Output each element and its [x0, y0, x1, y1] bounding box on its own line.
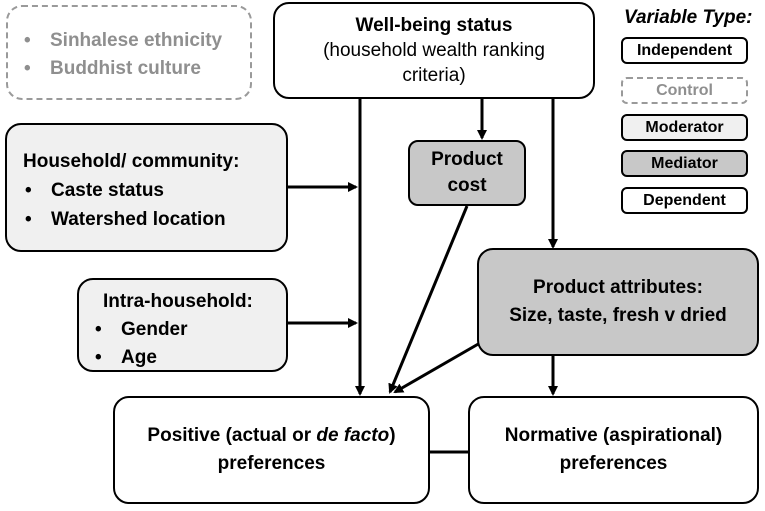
- arrow-attributes-to-positive: [393, 341, 481, 394]
- intra-title: Intra-household:: [103, 291, 253, 312]
- household-title: Household/ community:: [23, 151, 240, 172]
- control-item-culture: Buddhist culture: [22, 55, 250, 83]
- legend-mediator: Mediator: [621, 150, 748, 177]
- wellbeing-title: Well-being status: [355, 15, 513, 36]
- product-attributes-box: Product attributes: Size, taste, fresh v…: [477, 248, 759, 356]
- control-item-ethnicity: Sinhalese ethnicity: [22, 27, 250, 55]
- legend-dependent: Dependent: [621, 187, 748, 214]
- product-attributes-title: Product attributes:: [533, 277, 703, 298]
- household-item-watershed: Watershed location: [23, 205, 286, 234]
- control-box: Sinhalese ethnicity Buddhist culture: [6, 5, 252, 100]
- intra-box: Intra-household: Gender Age: [77, 278, 288, 372]
- wellbeing-box: Well-being status (household wealth rank…: [273, 2, 595, 99]
- product-attributes-detail: Size, taste, fresh v dried: [509, 305, 727, 326]
- household-box: Household/ community: Caste status Water…: [5, 123, 288, 252]
- product-cost-line1: Product: [431, 149, 503, 170]
- legend-title: Variable Type:: [624, 7, 753, 28]
- normative-preferences-box: Normative (aspirational) preferences: [468, 396, 759, 504]
- wellbeing-subtitle: (household wealth ranking criteria): [323, 40, 545, 86]
- positive-preferences-box: Positive (actual or de facto) preference…: [113, 396, 430, 504]
- legend-control: Control: [621, 77, 748, 104]
- legend-independent: Independent: [621, 37, 748, 64]
- product-cost-box: Product cost: [408, 140, 526, 206]
- household-item-caste: Caste status: [23, 176, 286, 205]
- legend-moderator: Moderator: [621, 114, 748, 141]
- positive-preferences-label: preferences: [217, 453, 326, 474]
- normative-preferences-label: preferences: [559, 453, 668, 474]
- intra-item-age: Age: [93, 344, 286, 372]
- arrow-cost-to-positive: [388, 205, 469, 394]
- intra-item-gender: Gender: [93, 316, 286, 344]
- product-cost-line2: cost: [447, 175, 487, 196]
- normative-preferences-title: Normative (aspirational): [504, 425, 723, 446]
- positive-preferences-title: Positive (actual or de facto): [147, 425, 396, 446]
